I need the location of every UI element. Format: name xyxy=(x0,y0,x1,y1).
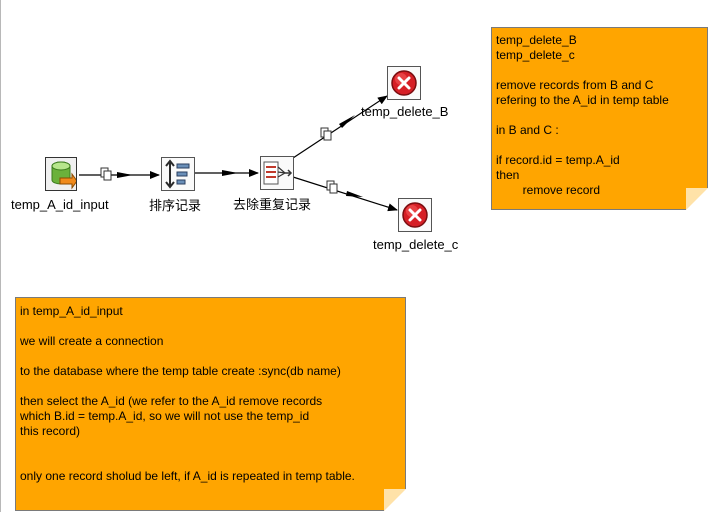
step-label: temp_delete_c xyxy=(373,237,459,252)
step-label: 排序记录 xyxy=(149,198,202,213)
delete-icon[interactable] xyxy=(387,66,421,100)
note-line xyxy=(20,319,401,334)
step-label: 去除重复记录 xyxy=(233,197,312,212)
note-line xyxy=(496,63,703,78)
note-line xyxy=(496,108,703,123)
unique-rows-icon[interactable] xyxy=(260,156,294,190)
note-line xyxy=(20,454,401,469)
note-line: if record.id = temp.A_id xyxy=(496,153,620,167)
note-line: we will create a connection xyxy=(20,334,164,348)
note-line xyxy=(20,439,401,454)
note-line: refering to the A_id in temp table xyxy=(496,93,669,107)
note-line: temp_delete_B xyxy=(496,33,577,47)
note-line: remove records from B and C xyxy=(496,78,654,92)
copy-rows-icon xyxy=(100,167,112,181)
hop-unique-to-delete-c[interactable] xyxy=(292,176,398,212)
step-label: temp_delete_B xyxy=(361,104,449,119)
note-line: then xyxy=(496,168,520,182)
hop-unique-to-delete-b[interactable] xyxy=(292,95,388,159)
note-line xyxy=(496,138,703,153)
note-line: this record) xyxy=(20,424,81,438)
note-line: which B.id = temp.A_id, so we will not u… xyxy=(20,409,310,423)
delete-icon[interactable] xyxy=(398,198,432,232)
note-line: in temp_A_id_input xyxy=(20,304,123,318)
table-input-icon[interactable] xyxy=(45,157,78,191)
hop-input-to-sort[interactable] xyxy=(79,167,160,181)
note-line: remove record xyxy=(496,183,601,197)
note-line xyxy=(20,379,401,394)
step-label: temp_A_id_input xyxy=(11,197,109,212)
sort-rows-icon[interactable] xyxy=(161,157,195,191)
note-line: temp_delete_c xyxy=(496,48,575,62)
hop-sort-to-unique[interactable] xyxy=(195,169,259,177)
note-line: then select the A_id (we refer to the A_… xyxy=(20,394,323,408)
note-line: to the database where the temp table cre… xyxy=(20,364,341,378)
note-line: only one record sholud be left, if A_id … xyxy=(20,469,355,483)
note-fold-corner xyxy=(384,489,406,511)
note-line: in B and C : xyxy=(496,123,559,137)
note-line xyxy=(20,349,401,364)
copy-rows-icon xyxy=(326,180,338,194)
note-fold-corner xyxy=(686,188,708,210)
